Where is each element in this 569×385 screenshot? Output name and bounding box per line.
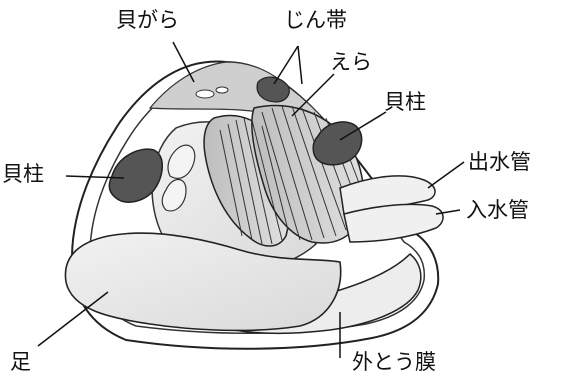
hinge-tooth xyxy=(196,90,214,98)
label-ligament: じん帯 xyxy=(284,10,347,31)
label-adductor-left: 貝柱 xyxy=(2,164,44,185)
label-mantle: 外とう膜 xyxy=(352,352,436,373)
label-incurrent-siphon: 入水管 xyxy=(466,200,529,221)
hinge-tooth xyxy=(216,87,228,93)
ligament-leader-2 xyxy=(298,46,302,84)
label-foot: 足 xyxy=(10,352,31,373)
label-adductor-right: 貝柱 xyxy=(384,92,426,113)
incurrent-siphon xyxy=(344,204,443,242)
label-gill: えら xyxy=(330,52,372,73)
excurrent-leader xyxy=(428,162,464,188)
ligament-leader-1 xyxy=(274,46,298,84)
label-shell: 貝がら xyxy=(116,10,179,31)
label-excurrent-siphon: 出水管 xyxy=(468,152,531,173)
